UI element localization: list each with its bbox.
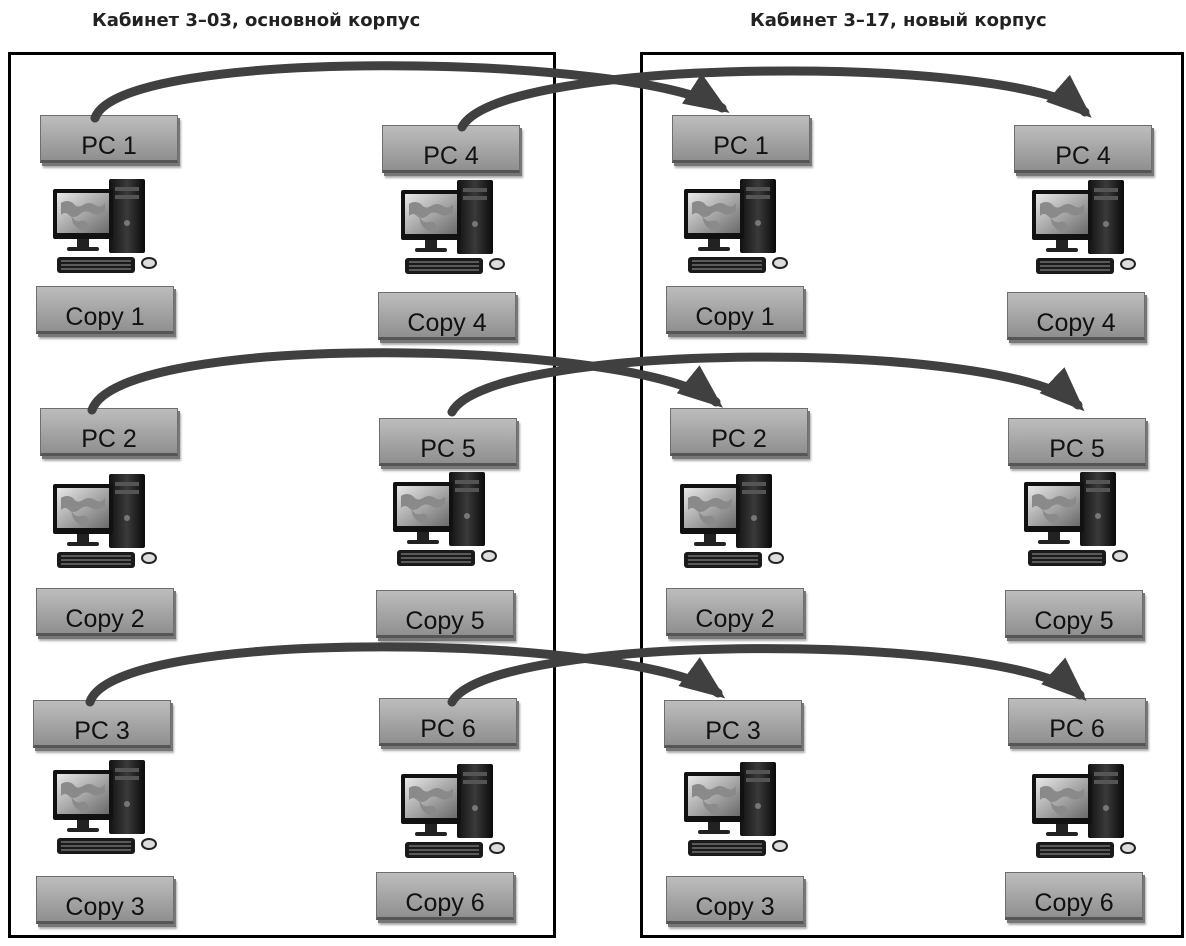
copy-label: Copy 5 [1005,590,1143,638]
computer-icon [45,177,165,282]
pc-label: PC 4 [382,125,520,173]
pc-label: PC 4 [1014,125,1152,173]
pc-label: PC 1 [672,115,810,163]
computer-icon [393,762,513,867]
computer-icon [1024,178,1144,283]
computer-icon [672,472,792,577]
computer-icon [393,178,513,283]
pc-label: PC 2 [40,408,178,456]
copy-label: Copy 4 [1007,292,1145,340]
computer-icon [676,760,796,865]
room-left-frame [8,52,556,938]
pc-label: PC 3 [33,700,171,748]
copy-label: Copy 5 [376,590,514,638]
copy-label: Copy 2 [36,588,174,636]
room-right-frame [640,52,1184,938]
copy-label: Copy 1 [666,286,804,334]
pc-label: PC 6 [379,698,517,746]
copy-label: Copy 3 [666,876,804,924]
pc-label: PC 1 [40,115,178,163]
copy-label: Copy 6 [376,872,514,920]
pc-label: PC 2 [670,408,808,456]
pc-label: PC 6 [1008,698,1146,746]
pc-label: PC 3 [664,700,802,748]
pc-label: PC 5 [379,418,517,466]
computer-icon [385,470,505,575]
computer-icon [1016,470,1136,575]
copy-label: Copy 2 [666,588,804,636]
computer-icon [676,177,796,282]
copy-label: Copy 1 [36,286,174,334]
computer-icon [45,758,165,863]
copy-label: Copy 4 [378,292,516,340]
pc-label: PC 5 [1008,418,1146,466]
computer-icon [1024,762,1144,867]
copy-label: Copy 6 [1005,872,1143,920]
copy-label: Copy 3 [36,876,174,924]
room-left-title: Кабинет 3–03, основной корпус [92,10,421,31]
room-right-title: Кабинет 3–17, новый корпус [750,10,1047,31]
computer-icon [45,472,165,577]
